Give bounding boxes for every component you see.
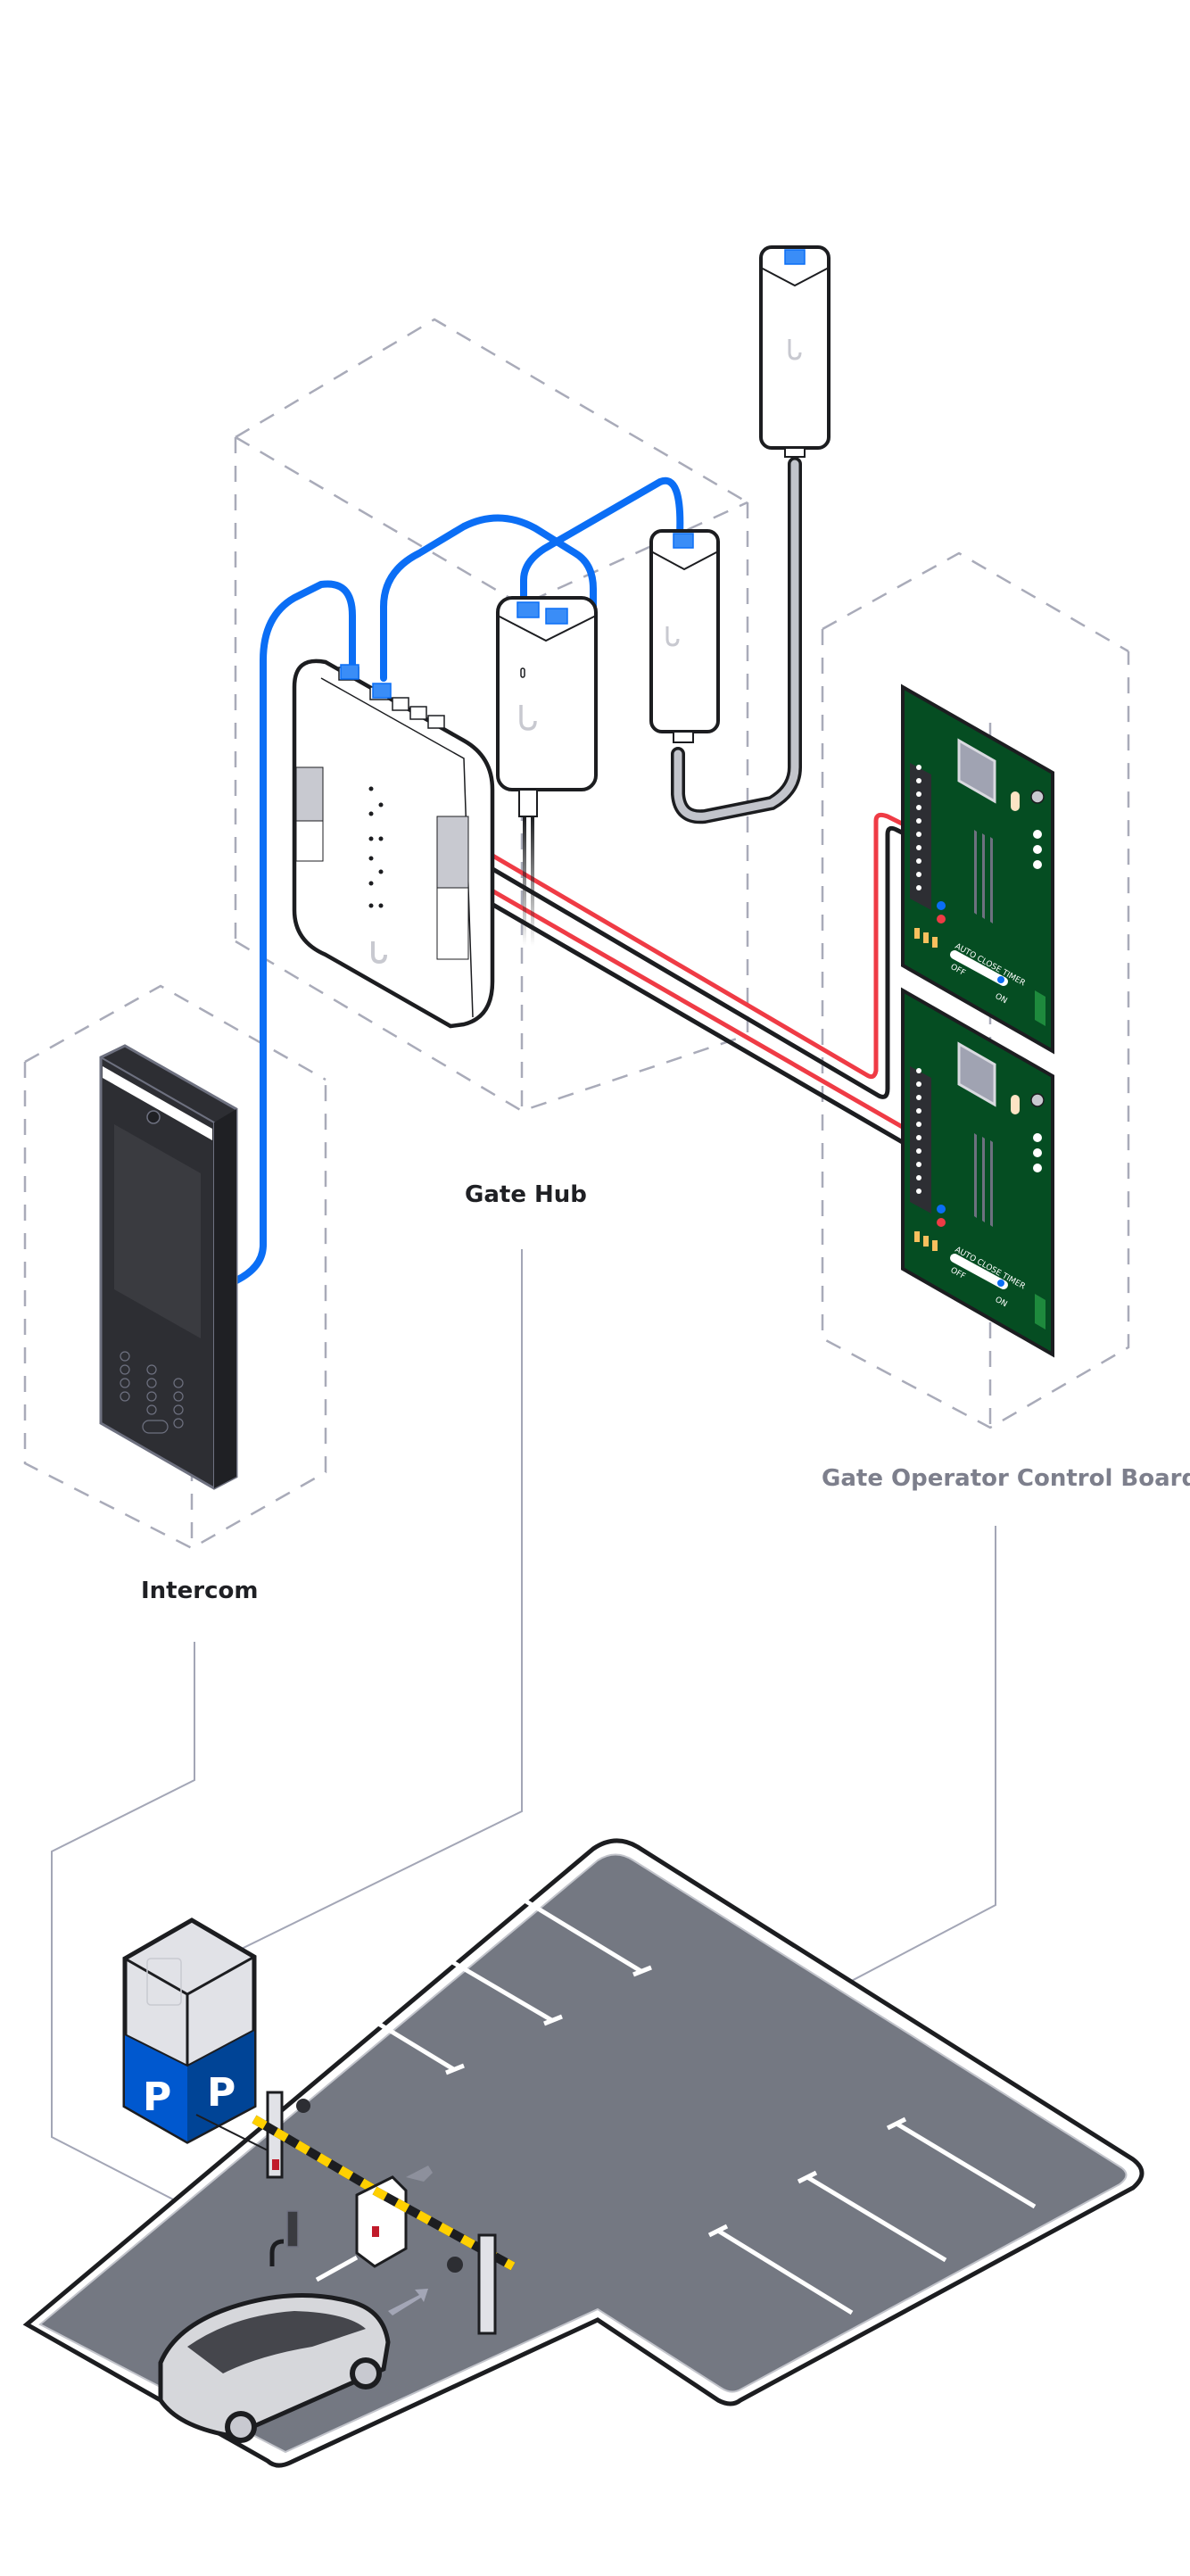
parking-sign-glyph: P [207, 2070, 236, 2116]
rj45-connector [372, 683, 392, 699]
red-wire-2 [462, 872, 907, 1131]
direction-arrow-icon [388, 2289, 428, 2315]
poe-injector-top [759, 245, 831, 458]
parking-sign-glyph: P [143, 2075, 171, 2120]
status-leds [368, 786, 384, 908]
rj45-connector [673, 533, 694, 549]
gate-operator-control-board-1: AUTO CLOSE TIMER OFF ON [901, 683, 1054, 1055]
gate-hub-label: Gate Hub [465, 1181, 587, 1208]
black-wire-2 [462, 885, 907, 1147]
red-wire-1 [462, 812, 907, 1080]
parking-kiosk: P P [122, 1918, 257, 2144]
intercom-label: Intercom [141, 1578, 259, 1604]
access-reader-post [269, 2210, 299, 2266]
rj45-connector [545, 608, 568, 625]
gate-hub-device [292, 658, 495, 1029]
power-cord [523, 816, 534, 946]
ubiquiti-logo-icon [371, 941, 387, 965]
keypad [120, 1351, 184, 1434]
hub-to-intercom-cable [233, 580, 356, 1284]
gate-operator-control-board-label: Gate Operator Control Board [822, 1465, 1190, 1492]
terminal-block-left [295, 766, 324, 862]
parking-space-lines [315, 1893, 1037, 2315]
terminal-block-right [436, 816, 469, 960]
switch-knob [997, 976, 1004, 983]
gate-operator-control-board-2: AUTO CLOSE TIMER OFF ON [901, 987, 1054, 1358]
poe-injector-middle [649, 529, 720, 743]
control-wires [462, 812, 907, 1147]
intercom-screen [114, 1124, 201, 1338]
black-wire-1 [462, 825, 907, 1099]
intercom-device [99, 1044, 238, 1490]
poe-to-injector-cable [520, 476, 684, 601]
hub-to-poe-cable [380, 514, 597, 682]
ubiquiti-logo-icon [788, 339, 802, 360]
exit-gate [355, 2175, 516, 2335]
ubiquiti-logo-icon [519, 705, 537, 731]
microchip [957, 1041, 996, 1107]
rj45-connector [784, 249, 806, 265]
security-camera-icon [447, 2257, 463, 2273]
rj45-connector [516, 601, 540, 618]
microchip [957, 738, 996, 804]
switch-knob [997, 1280, 1004, 1287]
security-camera-icon [296, 2099, 310, 2113]
car [158, 2293, 391, 2443]
camera-lens [146, 1110, 161, 1124]
ethernet-cables [233, 104, 798, 1284]
ubiquiti-logo-icon [665, 626, 680, 647]
rj45-connector [340, 664, 359, 680]
entry-gate [195, 2091, 386, 2199]
direction-arrow-icon [406, 2166, 433, 2182]
poe-adapter [496, 596, 598, 817]
